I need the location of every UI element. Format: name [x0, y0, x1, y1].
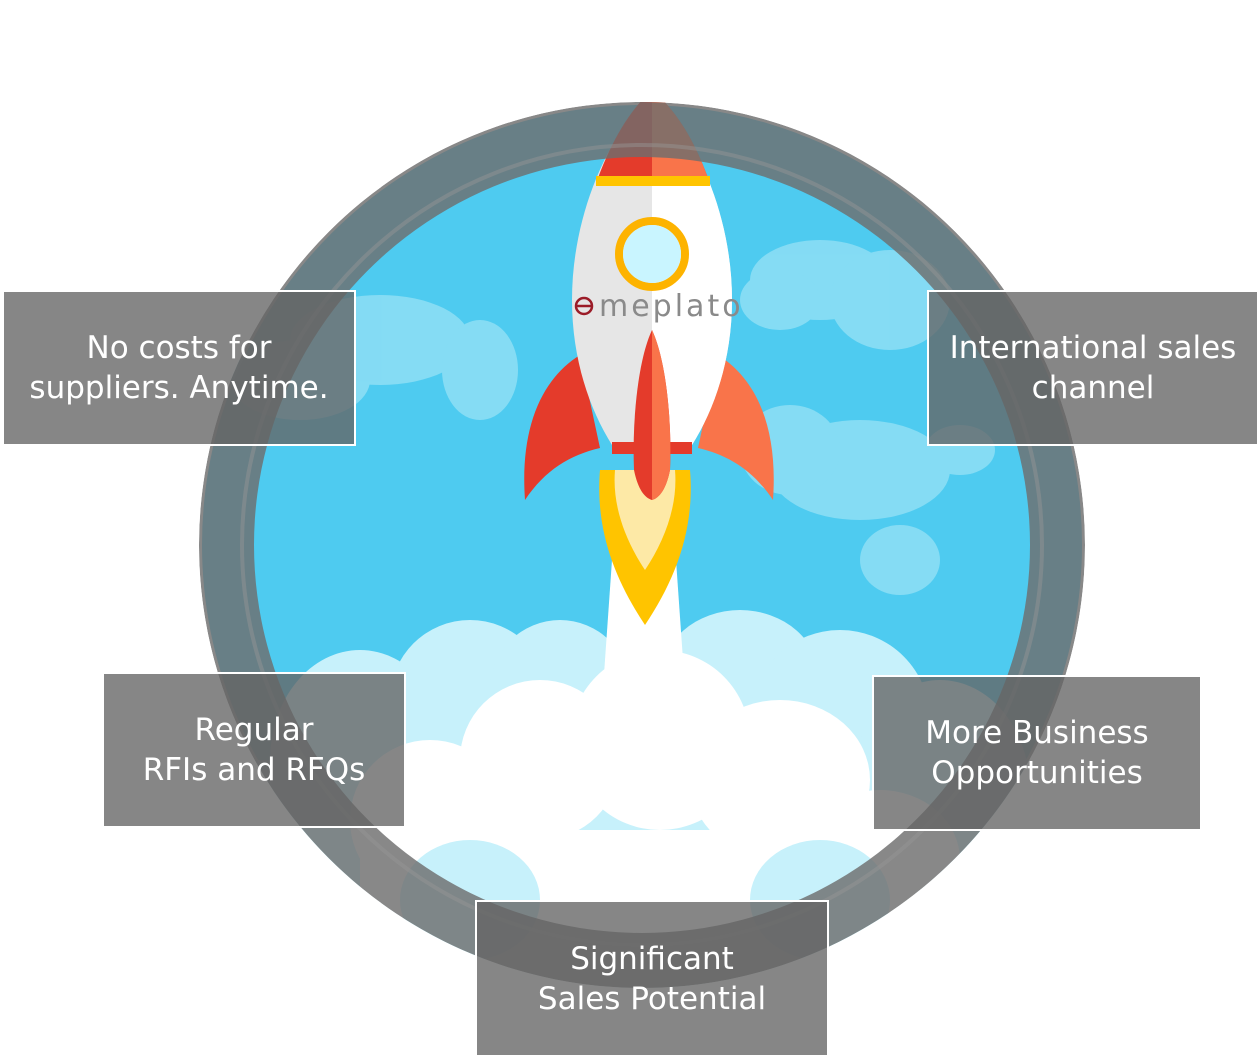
- benefit-business-line2: Opportunities: [931, 755, 1143, 791]
- flame-inner: [614, 470, 676, 570]
- exhaust-trail: [598, 560, 690, 760]
- benefit-international-line1: International sales: [949, 330, 1237, 366]
- benefit-significant-sales: Significant Sales Potential: [475, 900, 829, 1057]
- logo-mark-icon: [574, 296, 594, 316]
- rocket-window: [623, 225, 681, 283]
- rocket-fin-left: [524, 355, 600, 500]
- rocket-window-ring: [615, 217, 689, 291]
- rocket-center-fin-shade: [652, 330, 671, 500]
- rocket-nose-band: [596, 176, 710, 186]
- benefit-no-costs-line2: suppliers. Anytime.: [29, 370, 329, 406]
- benefit-international-sales: International sales channel: [927, 290, 1259, 446]
- benefit-no-costs-line1: No costs for: [86, 330, 272, 366]
- benefit-international-line2: channel: [1031, 370, 1155, 406]
- logo-text: meplato: [599, 289, 744, 324]
- benefit-more-business: More Business Opportunities: [872, 675, 1202, 831]
- benefit-significant-line2: Sales Potential: [537, 980, 767, 1017]
- benefit-significant-line1: Significant: [570, 940, 734, 977]
- benefit-regular-line1: Regular: [194, 712, 314, 748]
- benefit-business-line1: More Business: [925, 715, 1149, 751]
- benefit-regular-rfis: Regular RFIs and RFQs: [102, 672, 406, 828]
- meplato-logo: meplato: [574, 289, 744, 324]
- benefit-no-costs: No costs for suppliers. Anytime.: [2, 290, 356, 446]
- benefit-regular-line2: RFIs and RFQs: [142, 752, 366, 788]
